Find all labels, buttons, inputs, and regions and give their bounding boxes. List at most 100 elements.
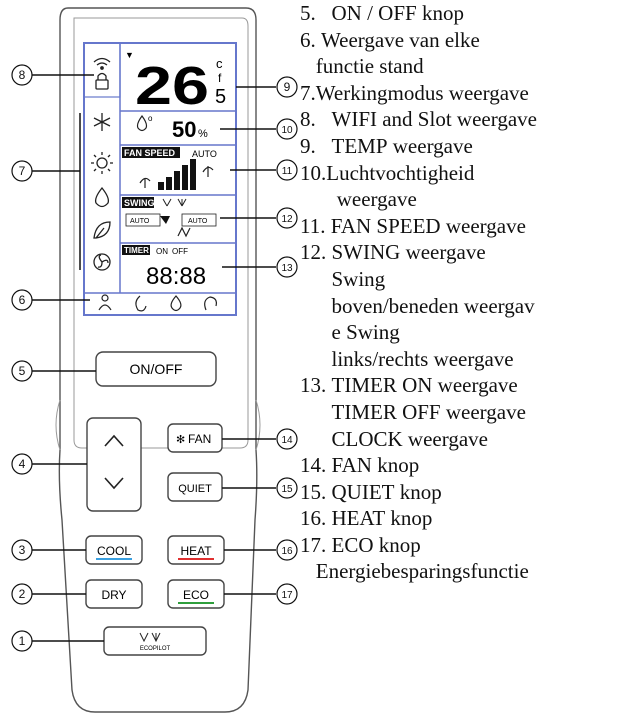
- legend-item: 6. Weergave van elke: [300, 27, 480, 52]
- callout-16-number: 16: [281, 546, 293, 557]
- down-arrow-icon[interactable]: [104, 477, 124, 490]
- legend-list: 5. ON / OFF knop 6. Weergave van elke fu…: [300, 0, 630, 585]
- legend-item: weergave: [300, 187, 417, 212]
- timer-label: TIMER: [124, 246, 149, 255]
- humidity-value: 50: [172, 117, 196, 142]
- callout-8: [11, 64, 33, 86]
- legend-item: e Swing: [300, 320, 400, 345]
- clock-display: 88:88: [146, 263, 206, 290]
- lock-icon: [95, 72, 109, 90]
- legend-item: 13. TIMER ON weergave: [300, 373, 518, 398]
- swing-label: SWING: [124, 198, 155, 208]
- up-arrow-icon[interactable]: [104, 434, 124, 447]
- callout-4: [11, 453, 33, 475]
- timer-off-label: OFF: [172, 247, 188, 256]
- temp-unit-c: c: [216, 56, 223, 71]
- legend-item: functie stand: [300, 54, 424, 79]
- cool-label: COOL: [97, 544, 131, 558]
- callout-6: [11, 289, 33, 311]
- snowflake-icon: [93, 113, 111, 131]
- callout-6-number: 6: [19, 293, 26, 307]
- callout-3-number: 3: [19, 543, 26, 557]
- callout-12: [276, 207, 298, 229]
- legend-item: CLOCK weergave: [300, 426, 489, 451]
- drop-icon: [94, 186, 110, 208]
- legend-item: 5. ON / OFF knop: [300, 1, 464, 25]
- callout-8-number: 8: [19, 68, 26, 82]
- callout-9-number: 9: [284, 80, 291, 94]
- legend-item: 9. TEMP weergave: [300, 133, 473, 158]
- legend-item: 7.Werkingmodus weergave: [300, 80, 529, 105]
- humidity-unit: %: [198, 128, 208, 140]
- leaf-icon: [93, 221, 111, 239]
- callout-2-number: 2: [19, 587, 26, 601]
- callout-14: [276, 428, 298, 450]
- fan-mode-icon: [93, 253, 111, 271]
- callout-1-number: 1: [19, 634, 26, 648]
- legend-item: TIMER OFF weergave: [300, 399, 526, 424]
- callout-3: [11, 539, 33, 561]
- callout-2: [11, 583, 33, 605]
- onoff-button[interactable]: [95, 351, 217, 387]
- callout-1: [11, 630, 33, 652]
- remote-diagram: ▼ 26 c f 5 o 50 % FAN SPEED AUTO SWING A…: [11, 7, 298, 713]
- legend-item: 10.Luchtvochtigheid: [300, 160, 475, 185]
- ecopilot-label: ECOPILOT: [140, 646, 171, 652]
- legend-item: 17. ECO knop: [300, 532, 421, 557]
- temp-rocker[interactable]: [86, 417, 142, 512]
- fan-button-icon: ✻: [176, 434, 185, 446]
- callout-17: [276, 583, 298, 605]
- callout-7-number: 7: [19, 164, 26, 178]
- wifi-icon: [93, 57, 111, 70]
- callout-5: [11, 360, 33, 382]
- legend-item: 12. SWING weergave: [300, 240, 486, 265]
- remote-side-bump: [255, 399, 261, 451]
- swing-auto-1: AUTO: [130, 218, 150, 225]
- callout-10: [276, 118, 298, 140]
- callout-10-number: 10: [281, 125, 293, 136]
- fan-label: FAN: [188, 432, 211, 446]
- status-eco-icon: [170, 295, 182, 312]
- status-person-icon: [98, 294, 112, 311]
- quiet-label: QUIET: [178, 483, 212, 495]
- legend-item: 14. FAN knop: [300, 453, 420, 478]
- signal-mark: ▼: [125, 50, 134, 60]
- dry-label: DRY: [101, 588, 126, 602]
- timer-on-label: ON: [156, 247, 168, 256]
- callout-13-number: 13: [281, 263, 293, 274]
- lcd-frame: [83, 42, 237, 316]
- temp-unit-f: f: [218, 71, 222, 85]
- fan-button[interactable]: [167, 423, 223, 453]
- humidity-drop-icon: [136, 114, 148, 132]
- svg-text:o: o: [148, 114, 153, 123]
- callout-15: [276, 477, 298, 499]
- fan-low-icon: [139, 177, 151, 188]
- callout-15-number: 15: [281, 484, 293, 495]
- fan-high-icon: [202, 166, 214, 177]
- callout-12-number: 12: [281, 214, 293, 225]
- remote-inner: [73, 17, 249, 449]
- quiet-button[interactable]: [167, 472, 223, 502]
- temp-decimal: 5: [215, 86, 226, 108]
- callout-7: [11, 160, 33, 182]
- callout-4-number: 4: [19, 457, 26, 471]
- callout-17-number: 17: [281, 590, 293, 601]
- legend-item: 11. FAN SPEED weergave: [300, 213, 526, 238]
- callout-9: [276, 76, 298, 98]
- callout-16: [276, 539, 298, 561]
- legend-item: Swing: [300, 266, 386, 291]
- legend-item: links/rechts weergave: [300, 346, 514, 371]
- swing-icon-a: [162, 198, 172, 207]
- heat-label: HEAT: [180, 544, 212, 558]
- temperature-value: 26: [135, 56, 209, 116]
- swing-icon-b: [177, 198, 187, 207]
- ecopilot-icon: [139, 632, 161, 643]
- status-sleep-icon: [135, 295, 147, 312]
- fan-speed-bars: [158, 159, 196, 190]
- onoff-label: ON/OFF: [130, 361, 183, 377]
- status-refresh-icon: [204, 296, 217, 311]
- callout-5-number: 5: [19, 364, 26, 378]
- callout-14-number: 14: [281, 435, 293, 446]
- legend-item: boven/beneden weergav: [300, 293, 535, 318]
- remote-side-bump: [55, 399, 61, 451]
